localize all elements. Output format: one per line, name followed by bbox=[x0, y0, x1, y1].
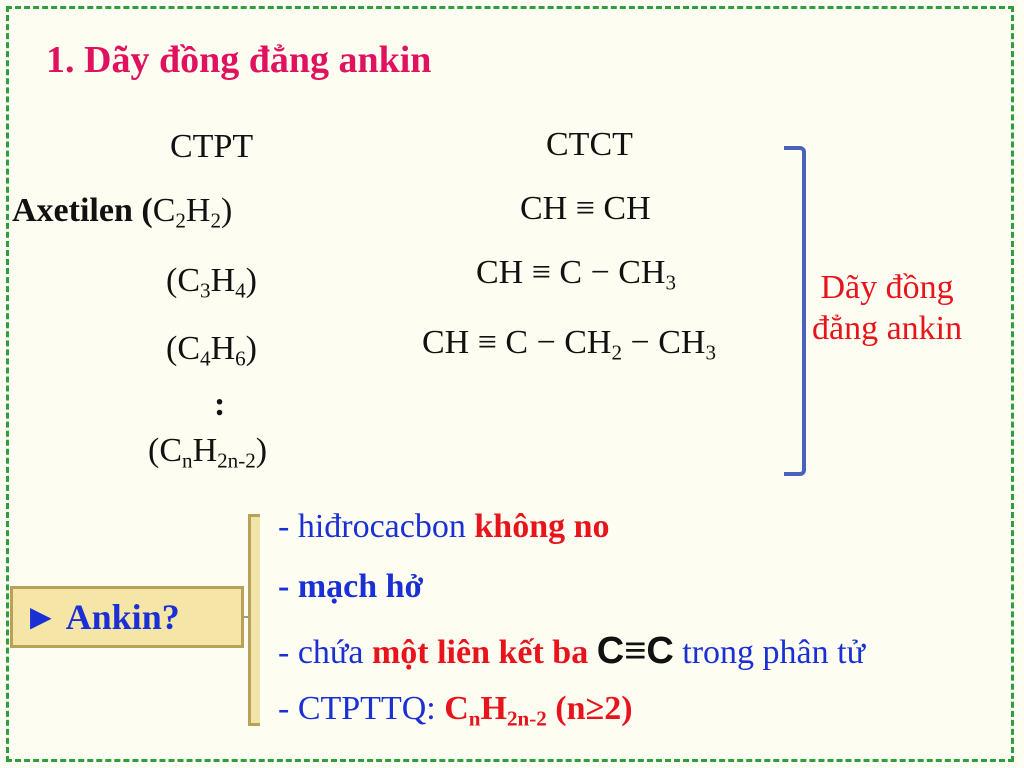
ctct3-sub-a: 2 bbox=[611, 340, 623, 365]
rowN-h-sub: 2n-2 bbox=[217, 448, 256, 473]
ctct2-main: CH ≡ C − CH bbox=[476, 254, 666, 291]
ctct-row-1: CH ≡ CH bbox=[520, 190, 651, 227]
def3-emph: một liên kết ba bbox=[371, 634, 597, 671]
ctpt-row-3: (C4H6) bbox=[166, 330, 257, 371]
row1-prefix: Axetilen ( bbox=[12, 192, 153, 229]
ctpt-row-general: (CnH2n-2) bbox=[148, 432, 268, 473]
page-title: 1. Dãy đồng đẳng ankin bbox=[46, 39, 432, 81]
ctpt-dots: : bbox=[214, 386, 226, 423]
row3-c-sub: 4 bbox=[200, 346, 211, 371]
row1-c: C bbox=[152, 192, 176, 229]
row1-suffix: ) bbox=[221, 192, 233, 229]
ctct2-sub: 3 bbox=[665, 270, 677, 295]
ctpt-row-2: (C3H4) bbox=[166, 262, 257, 303]
ankin-question-box[interactable]: ► Ankin? bbox=[10, 586, 244, 648]
header-ctpt: CTPT bbox=[170, 128, 254, 165]
row1-c-sub: 2 bbox=[175, 208, 186, 233]
def3-bond: C≡C bbox=[596, 630, 674, 672]
dashed-frame bbox=[6, 6, 1014, 762]
right-bracket bbox=[784, 146, 806, 476]
def4-c-sub: n bbox=[468, 706, 481, 731]
rowN-c: C bbox=[159, 432, 183, 469]
series-label: Dãy đồng đẳng ankin bbox=[812, 268, 962, 350]
def4-cond: (n≥2) bbox=[546, 690, 633, 727]
row2-c-sub: 3 bbox=[200, 278, 211, 303]
row2-h-sub: 4 bbox=[235, 278, 246, 303]
ctct-row-3: CH ≡ C − CH2 − CH3 bbox=[422, 324, 716, 365]
row2-prefix: ( bbox=[166, 262, 178, 299]
header-ctct: CTCT bbox=[546, 126, 633, 163]
row3-h-sub: 6 bbox=[235, 346, 246, 371]
ankin-question-label: ► Ankin? bbox=[23, 597, 180, 637]
row1-h-sub: 2 bbox=[210, 208, 222, 233]
ctct-row-2: CH ≡ C − CH3 bbox=[476, 254, 677, 295]
row3-suffix: ) bbox=[245, 330, 257, 367]
definition-3: - chứa một liên kết ba C≡C trong phân tử bbox=[278, 630, 865, 673]
row2-h: H bbox=[210, 262, 236, 299]
def4-c: C bbox=[444, 690, 469, 727]
ctct3-main: CH ≡ C − CH bbox=[422, 324, 612, 361]
def4-h: H bbox=[480, 690, 507, 727]
def1-emph: không no bbox=[474, 508, 610, 545]
rowN-h: H bbox=[192, 432, 218, 469]
definition-1: - hiđrocacbon không no bbox=[278, 508, 610, 546]
row3-prefix: ( bbox=[166, 330, 178, 367]
series-label-line1: Dãy đồng bbox=[820, 269, 954, 306]
row1-h: H bbox=[185, 192, 211, 229]
row3-h: H bbox=[210, 330, 236, 367]
series-label-line2: đẳng ankin bbox=[812, 309, 963, 347]
def4-prefix: - CTPTTQ: bbox=[278, 690, 445, 727]
row3-c: C bbox=[177, 330, 201, 367]
row2-c: C bbox=[177, 262, 201, 299]
ctct3-tail: − CH bbox=[622, 324, 706, 361]
row2-suffix: ) bbox=[245, 262, 257, 299]
ctct3-sub-b: 3 bbox=[705, 340, 716, 365]
rowN-suffix: ) bbox=[255, 432, 268, 469]
definition-2: - mạch hở bbox=[278, 568, 424, 605]
left-brace bbox=[248, 514, 260, 726]
def1-prefix: - hiđrocacbon bbox=[278, 508, 475, 545]
def4-h-sub: 2n-2 bbox=[506, 706, 547, 731]
def3-suffix: trong phân tử bbox=[673, 634, 866, 671]
rowN-prefix: ( bbox=[148, 432, 160, 469]
ctpt-row-1: Axetilen (C2H2) bbox=[12, 192, 233, 233]
rowN-c-sub: n bbox=[182, 448, 193, 473]
def3-prefix: - chứa bbox=[278, 634, 372, 671]
definition-4: - CTPTTQ: CnH2n-2 (n≥2) bbox=[278, 690, 633, 731]
